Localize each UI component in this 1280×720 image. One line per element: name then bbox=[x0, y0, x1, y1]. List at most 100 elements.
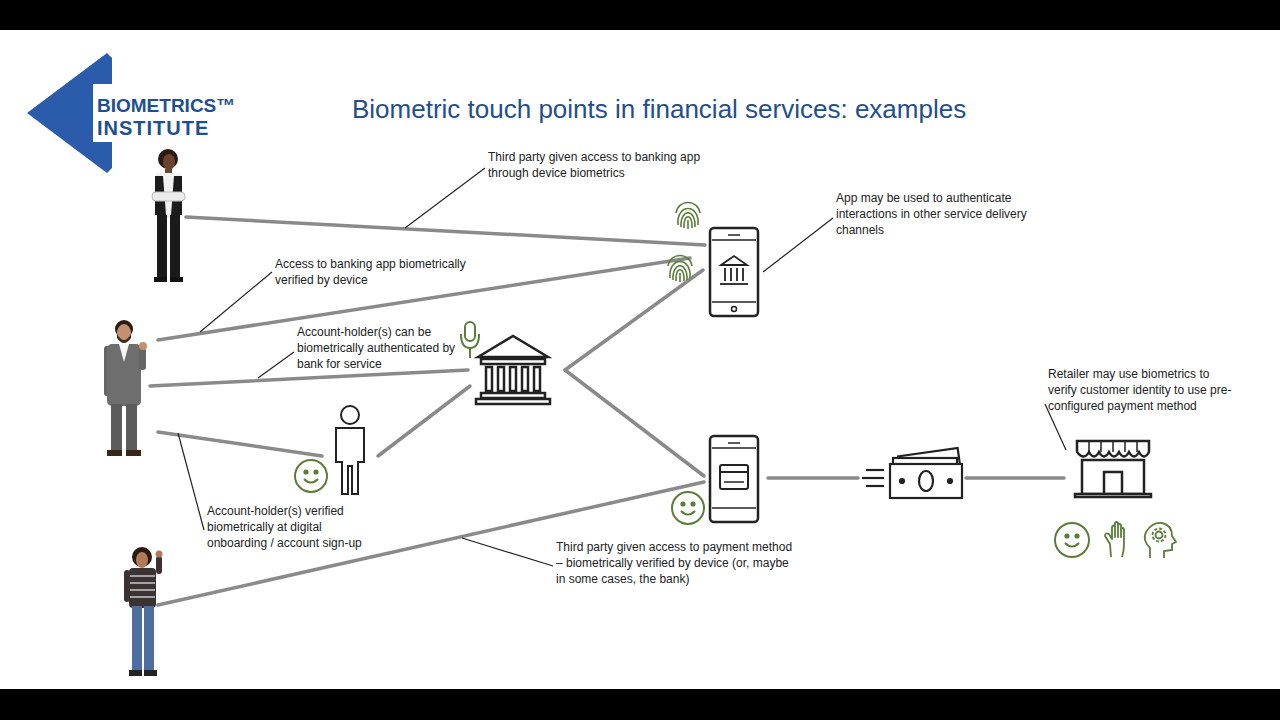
wire bbox=[186, 217, 705, 245]
mic-head bbox=[465, 322, 475, 341]
awning-stripe bbox=[1088, 441, 1090, 452]
shirt bbox=[119, 344, 129, 362]
smiley-eye bbox=[1065, 534, 1068, 537]
sweater-stripes bbox=[130, 576, 155, 597]
callout-note: Account-holder(s) verified biometrically… bbox=[207, 503, 372, 551]
face-biometric-icon bbox=[1055, 523, 1089, 557]
fingerprint-ridge bbox=[687, 220, 689, 229]
beard bbox=[117, 334, 131, 343]
phone-screen-edge bbox=[712, 447, 756, 449]
bank-column bbox=[498, 367, 504, 391]
jacket bbox=[107, 344, 141, 406]
sweater bbox=[129, 568, 156, 608]
logo-wordmark: INSTITUTE bbox=[97, 116, 209, 140]
letterbox-bar bbox=[0, 689, 1280, 720]
leader-line bbox=[178, 433, 204, 530]
callout-note: App may be used to authenticate interact… bbox=[836, 190, 1072, 238]
leg bbox=[157, 215, 167, 279]
fingerprint-icon bbox=[668, 256, 692, 283]
leader-line bbox=[462, 538, 553, 566]
logo-wordmark: BIOMETRICS™ bbox=[97, 94, 235, 117]
bank-roof bbox=[721, 256, 747, 265]
callout-note: Third party given access to banking app … bbox=[488, 149, 728, 181]
banknote bbox=[890, 464, 962, 498]
speed-line bbox=[862, 477, 884, 479]
arms bbox=[152, 192, 185, 201]
brain-gear bbox=[1153, 529, 1166, 542]
stripe bbox=[130, 596, 155, 598]
person-icon bbox=[336, 406, 364, 494]
leader-line bbox=[405, 168, 485, 228]
icon-head bbox=[341, 406, 359, 424]
face bbox=[163, 154, 175, 170]
fingerprint-icon bbox=[676, 203, 700, 230]
phone-screen-edge bbox=[712, 301, 756, 303]
shop-door bbox=[1104, 472, 1122, 494]
banknote-dot bbox=[948, 479, 952, 483]
mic-stand bbox=[469, 348, 471, 358]
wire bbox=[378, 386, 470, 456]
bank-column bbox=[724, 268, 726, 281]
hand-outline bbox=[1105, 522, 1124, 557]
smiley-eye bbox=[1075, 534, 1078, 537]
leg bbox=[144, 606, 154, 672]
bank-base bbox=[476, 399, 550, 404]
smiley-outline bbox=[295, 460, 327, 492]
smiley-mouth bbox=[304, 479, 318, 483]
callout-note: Third party given access to payment meth… bbox=[556, 539, 796, 587]
page-title: Biometric touch points in financial serv… bbox=[352, 93, 966, 125]
phone-body bbox=[710, 228, 758, 316]
face-biometric-icon bbox=[672, 492, 704, 524]
leg bbox=[111, 404, 122, 452]
awning-stripe bbox=[1100, 441, 1102, 452]
shop-icon bbox=[1075, 441, 1151, 497]
wire-group bbox=[150, 217, 1064, 605]
smiley-mouth bbox=[1065, 543, 1079, 547]
shoe bbox=[170, 277, 183, 282]
payment-card bbox=[720, 465, 748, 489]
face-biometric-icon bbox=[295, 460, 327, 492]
bank-icon bbox=[476, 336, 550, 404]
shoe bbox=[129, 670, 142, 676]
voice-biometric-icon bbox=[461, 322, 479, 358]
card-stripe bbox=[724, 481, 744, 483]
awning-stripe bbox=[1136, 441, 1138, 452]
shop-wall bbox=[1082, 460, 1144, 494]
head-profile bbox=[1145, 523, 1176, 558]
bank-roof bbox=[478, 336, 548, 357]
shoe bbox=[144, 670, 157, 676]
wire bbox=[565, 370, 704, 476]
arm bbox=[156, 556, 162, 574]
smiley-outline bbox=[1055, 523, 1089, 557]
shop-awning bbox=[1077, 441, 1149, 457]
wire bbox=[565, 270, 703, 370]
smiley-eye bbox=[314, 470, 317, 473]
stripe bbox=[130, 582, 155, 584]
speed-line bbox=[866, 469, 884, 471]
leader-line bbox=[200, 272, 272, 332]
shop-floor bbox=[1075, 494, 1151, 497]
face bbox=[117, 324, 131, 342]
shoe bbox=[107, 450, 122, 456]
bank-beam bbox=[481, 359, 545, 364]
callout-note: Account-holder(s) can be biometrically a… bbox=[297, 324, 462, 372]
person-figure bbox=[152, 149, 185, 282]
fingerprint-ridge bbox=[684, 217, 692, 228]
letterbox-bar bbox=[0, 0, 1280, 30]
leg bbox=[170, 215, 180, 279]
callout-note: Retailer may use biometrics to verify cu… bbox=[1048, 366, 1236, 414]
smiley-outline bbox=[672, 492, 704, 524]
leader-group bbox=[178, 168, 1066, 566]
icon-body bbox=[336, 428, 364, 494]
shoe bbox=[154, 277, 167, 282]
bank-base bbox=[481, 393, 545, 398]
phone-body bbox=[710, 436, 758, 522]
phone-icon bbox=[710, 228, 758, 316]
cognitive-biometric-icon bbox=[1145, 523, 1176, 558]
hand-biometric-icon bbox=[1105, 522, 1124, 557]
banknote-dot bbox=[900, 479, 904, 483]
fingerprint-ridge bbox=[679, 273, 681, 282]
wire bbox=[768, 476, 858, 480]
hand bbox=[139, 342, 147, 350]
